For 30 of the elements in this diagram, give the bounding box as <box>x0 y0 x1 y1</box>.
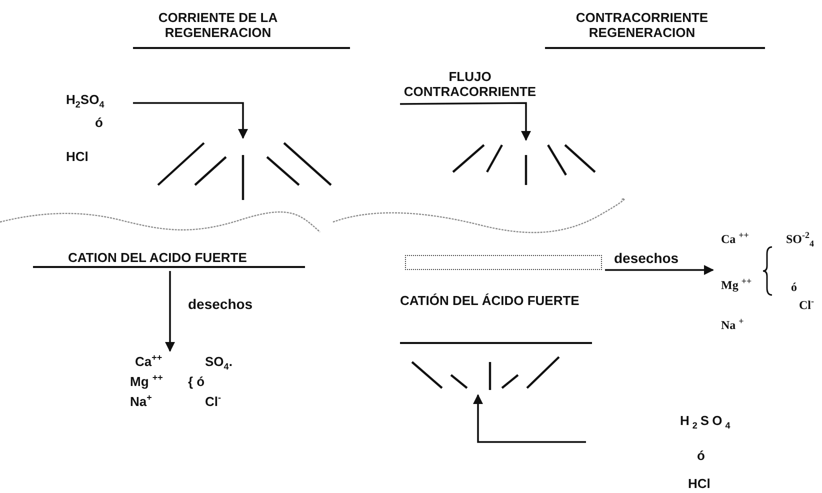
ion-label: ó <box>791 280 797 295</box>
formula-label: H$_{2}$SO$_{4}$ <box>66 92 104 107</box>
ion-label: Ca $^{++}$ <box>721 232 749 247</box>
heading: FLUJO CONTRACORRIENTE <box>402 69 538 99</box>
formula-label: ó <box>697 448 705 463</box>
arrow <box>165 271 175 352</box>
edge-label: desechos <box>188 297 253 312</box>
ion-label: Mg $^{++}$ <box>130 374 163 389</box>
formula-label: HCl <box>688 476 710 491</box>
heading: CATIÓN DEL ÁCIDO FUERTE <box>400 293 580 308</box>
formula-label: HCl <box>66 149 88 164</box>
ion-label: Cl$^{-}$ <box>205 394 221 409</box>
formula-label: ó <box>95 115 103 130</box>
arrow <box>133 102 248 139</box>
heading: CONTRACORRIENTE REGENERACION <box>574 10 710 40</box>
heading: CATION DEL ACIDO FUERTE <box>68 250 247 265</box>
arrow <box>400 102 531 141</box>
ion-label: Cl$^{-}$ <box>799 298 814 313</box>
formula-label: H$_{2}$SO$_{4}$ <box>680 413 734 428</box>
ion-label: Na$^{+}$ <box>130 394 152 409</box>
heading: CORRIENTE DE LA REGENERACION <box>157 10 279 40</box>
ion-label: SO$_{4}$. <box>205 354 232 369</box>
resin-bed-box <box>405 255 602 270</box>
ion-label: Ca$^{++}$ <box>135 354 162 369</box>
arrow <box>473 394 586 443</box>
edge-label: desechos <box>614 251 679 266</box>
ion-label: Mg $^{++}$ <box>721 278 752 293</box>
ion-label: { ó <box>188 374 205 389</box>
ion-label: Na $^{+}$ <box>721 318 744 333</box>
arrow <box>605 265 714 275</box>
